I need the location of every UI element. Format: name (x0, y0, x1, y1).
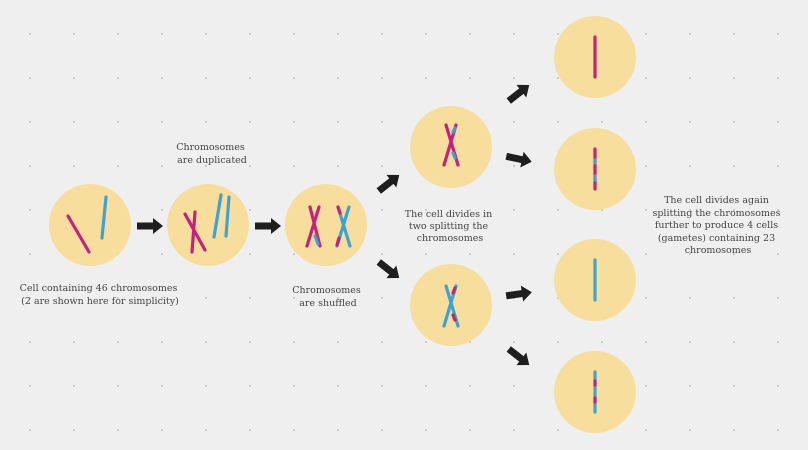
cell-initial (49, 184, 131, 266)
arrow-icon (255, 218, 281, 234)
label-initial: Cell containing 46 chromosomes (2 are sh… (20, 283, 181, 307)
gamete-4 (554, 351, 636, 433)
label-shuffled: Chromosomes are shuffled (292, 285, 364, 309)
chromosome-blue (224, 195, 231, 238)
cell-duplicated (167, 184, 249, 266)
label-divide-1: The cell divides in two splitting the ch… (405, 209, 495, 244)
chromosome-magenta (190, 210, 197, 254)
chromosome-blue (212, 193, 223, 239)
label-divide-2: The cell divides again splitting the chr… (652, 195, 783, 256)
chromosome-mixed (308, 205, 322, 248)
label-duplicated: Chromosomes are duplicated (176, 142, 248, 166)
gamete-1 (554, 16, 636, 98)
chromosome-blue (100, 195, 108, 240)
arrow-icon (503, 342, 535, 372)
arrow-icon (373, 168, 405, 198)
arrow-icon (505, 284, 533, 304)
cell-division-1-top (410, 106, 492, 188)
arrow-icon (137, 218, 163, 234)
gamete-3 (554, 239, 636, 321)
gamete-2 (554, 128, 636, 210)
cell-division-1-bottom (410, 264, 492, 346)
chromosome-magenta (66, 214, 91, 254)
arrow-icon (504, 148, 534, 170)
cell-shuffled (285, 184, 367, 266)
arrow-icon (503, 78, 535, 108)
arrow-icon (373, 255, 405, 285)
